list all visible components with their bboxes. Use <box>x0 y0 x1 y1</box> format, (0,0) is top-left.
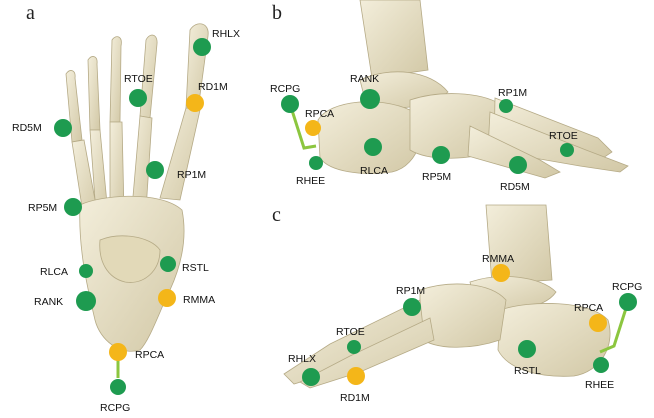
marker-a-rank <box>76 291 96 311</box>
label-c-rhee: RHEE <box>585 379 614 391</box>
label-a-rstl: RSTL <box>182 262 209 274</box>
label-b-rhee: RHEE <box>296 175 325 187</box>
marker-b-rcpg <box>281 95 299 113</box>
label-c-rstl: RSTL <box>514 365 541 377</box>
label-b-rpca: RPCA <box>305 108 334 120</box>
marker-a-rpca <box>109 343 127 361</box>
marker-b-rpca <box>305 120 321 136</box>
marker-a-rhlx <box>193 38 211 56</box>
label-c-rcpg: RCPG <box>612 281 642 293</box>
marker-a-rcpg <box>110 379 126 395</box>
marker-c-rcpg <box>619 293 637 311</box>
marker-a-rd5m <box>54 119 72 137</box>
label-a-rmma: RMMA <box>183 294 215 306</box>
marker-c-rd1m <box>347 367 365 385</box>
marker-a-rp5m <box>64 198 82 216</box>
label-a-rank: RANK <box>34 296 63 308</box>
marker-b-rank <box>360 89 380 109</box>
label-a-rd5m: RD5M <box>12 122 42 134</box>
marker-b-rp1m <box>499 99 513 113</box>
label-c-rd1m: RD1M <box>340 392 370 404</box>
label-a-rpca: RPCA <box>135 349 164 361</box>
panel-b-foot-bones <box>318 0 628 178</box>
label-b-rd5m: RD5M <box>500 181 530 193</box>
marker-b-rtoe <box>560 143 574 157</box>
marker-a-rd1m <box>186 94 204 112</box>
label-b-rank: RANK <box>350 73 379 85</box>
marker-b-rlca <box>364 138 382 156</box>
marker-c-rmma <box>492 264 510 282</box>
marker-a-rstl <box>160 256 176 272</box>
marker-a-rp1m <box>146 161 164 179</box>
marker-a-rlca <box>79 264 93 278</box>
panel-c-foot-bones <box>284 205 610 388</box>
label-c-rhlx: RHLX <box>288 353 316 365</box>
label-b-rp1m: RP1M <box>498 87 527 99</box>
label-b-rtoe: RTOE <box>549 130 578 142</box>
marker-b-rp5m <box>432 146 450 164</box>
label-a-rhlx: RHLX <box>212 28 240 40</box>
marker-a-rmma <box>158 289 176 307</box>
label-c-rpca: RPCA <box>574 302 603 314</box>
label-b-rlca: RLCA <box>360 165 388 177</box>
marker-b-rhee <box>309 156 323 170</box>
marker-c-rtoe <box>347 340 361 354</box>
marker-c-rhee <box>593 357 609 373</box>
label-b-rp5m: RP5M <box>422 171 451 183</box>
marker-c-rp1m <box>403 298 421 316</box>
label-a-rd1m: RD1M <box>198 81 228 93</box>
label-c-rmma: RMMA <box>482 253 514 265</box>
marker-c-rhlx <box>302 368 320 386</box>
label-a-rlca: RLCA <box>40 266 68 278</box>
label-b-rcpg: RCPG <box>270 83 300 95</box>
label-a-rp5m: RP5M <box>28 202 57 214</box>
label-a-rtoe: RTOE <box>124 73 153 85</box>
label-c-rtoe: RTOE <box>336 326 365 338</box>
label-a-rp1m: RP1M <box>177 169 206 181</box>
label-a-rcpg: RCPG <box>100 402 130 414</box>
marker-a-rtoe <box>129 89 147 107</box>
marker-c-rpca <box>589 314 607 332</box>
label-c-rp1m: RP1M <box>396 285 425 297</box>
marker-c-rstl <box>518 340 536 358</box>
marker-b-rd5m <box>509 156 527 174</box>
